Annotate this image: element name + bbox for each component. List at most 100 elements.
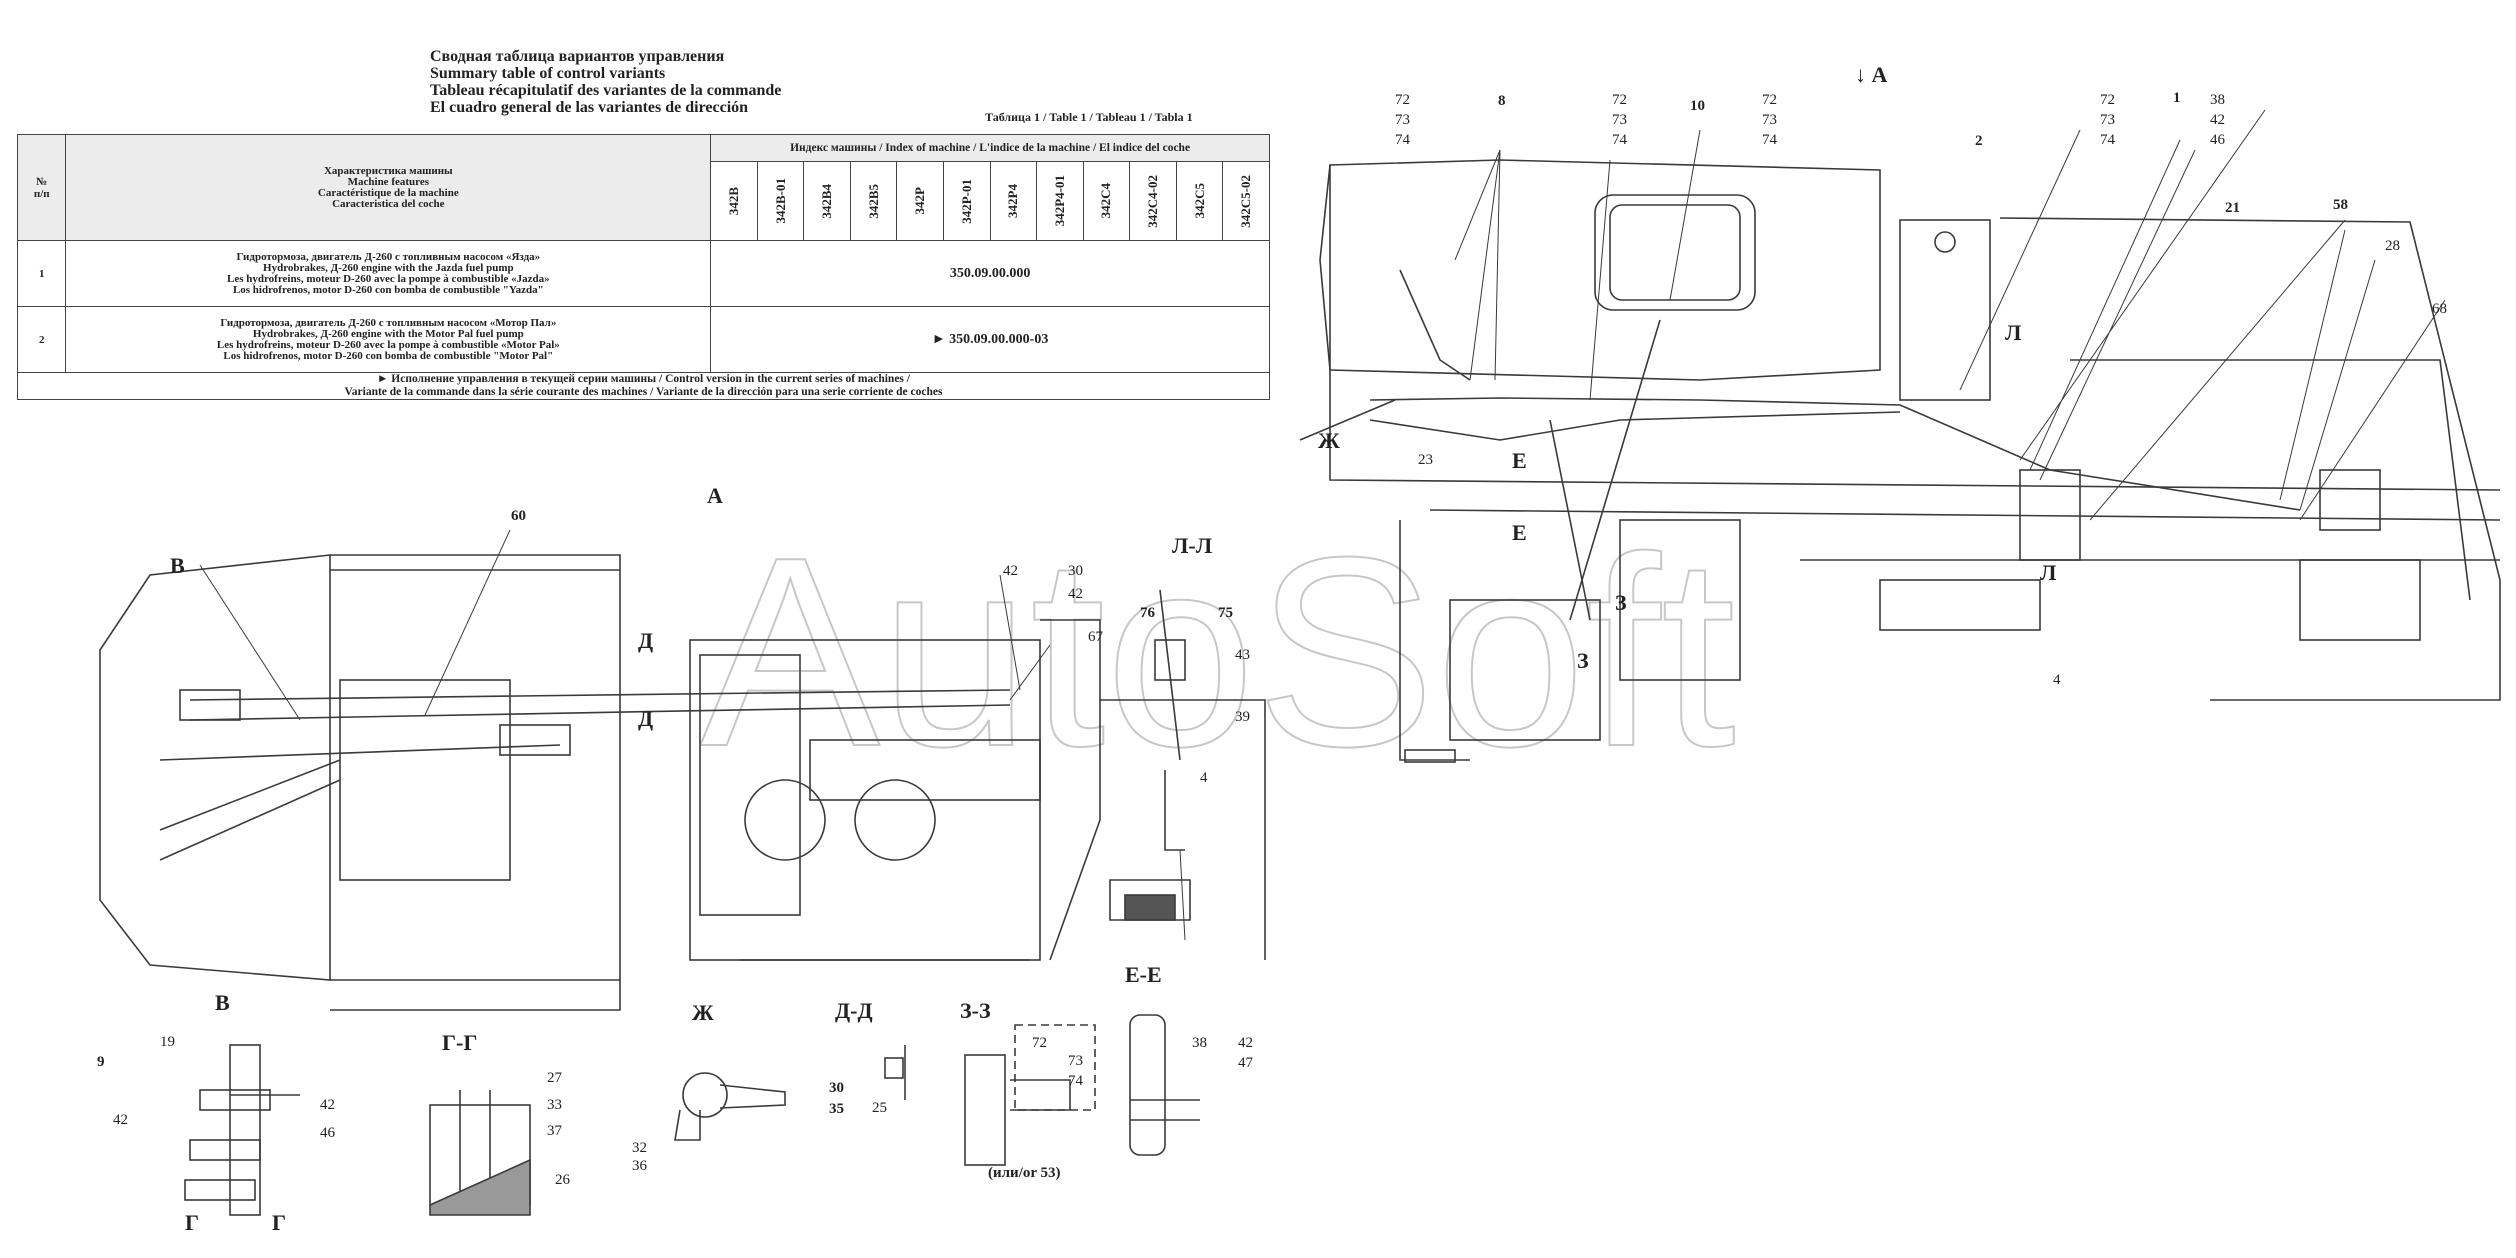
table-row: 1 Гидротормоза, двигатель Д-260 с топлив… <box>16 240 1270 307</box>
title-fr: Tableau récapitulatif des variantes de l… <box>430 82 782 99</box>
view-label-ll: Л-Л <box>1172 533 1213 558</box>
callout: 19 <box>160 1034 175 1050</box>
callout: 72 <box>1612 92 1627 108</box>
section-marker: Г <box>185 1210 199 1235</box>
index-header: Индекс машины / Index of machine / L'ind… <box>710 134 1270 162</box>
view-label-zh: Ж <box>692 1000 714 1025</box>
callout: 74 <box>1068 1073 1083 1089</box>
callout: 32 <box>632 1140 647 1156</box>
callout: 4 <box>1200 770 1208 786</box>
model-col: 342С5-02 <box>1222 161 1270 241</box>
section-marker: Г <box>272 1210 286 1235</box>
callout: 74 <box>1612 132 1627 148</box>
title-ru: Сводная таблица вариантов управления <box>430 48 725 65</box>
callout: 27 <box>547 1070 562 1086</box>
callout: 42 <box>320 1097 335 1113</box>
callout: 74 <box>1762 132 1777 148</box>
callout: 72 <box>2100 92 2115 108</box>
table-row: 2 Гидротормоза, двигатель Д-260 с топлив… <box>16 306 1270 373</box>
section-marker: Д <box>638 706 654 731</box>
callout: 73 <box>1068 1053 1083 1069</box>
section-marker: Д <box>638 628 654 653</box>
model-col: 342С4 <box>1082 161 1131 241</box>
control-variants-table: № п/п Характеристика машины Machine feat… <box>16 134 1270 400</box>
callout: 21 <box>2225 200 2240 216</box>
callout: 30 <box>1068 563 1083 579</box>
section-marker: Е <box>1512 448 1527 473</box>
view-label-ee: Е-Е <box>1125 962 1162 987</box>
callout: 42 <box>1068 586 1083 602</box>
model-col: 342В <box>710 161 758 241</box>
callout: 46 <box>320 1125 335 1141</box>
callout: 30 <box>829 1080 844 1096</box>
row-num: 2 <box>16 306 67 373</box>
callout: 73 <box>2100 112 2115 128</box>
title-block: Сводная таблица вариантов управления Sum… <box>430 48 781 116</box>
callout: 73 <box>1395 112 1410 128</box>
view-label-dd: Д-Д <box>835 998 873 1023</box>
callout: 1 <box>2173 90 2181 106</box>
callout: 68 <box>2432 301 2447 317</box>
callout: 75 <box>1218 605 1233 621</box>
model-col: 342В-01 <box>756 161 805 241</box>
callout: 38 <box>1192 1035 1207 1051</box>
callout: 42 <box>1003 563 1018 579</box>
title-es: El cuadro general de las variantes de di… <box>430 99 749 116</box>
model-col: 342Р4-01 <box>1036 161 1084 241</box>
callout: 39 <box>1235 709 1250 725</box>
view-label-gg: Г-Г <box>442 1030 478 1055</box>
view-label-b-main: В <box>170 553 185 578</box>
section-marker: Ж <box>1318 428 1340 453</box>
view-label-a-plan: А <box>707 483 723 508</box>
callout: 42 <box>113 1112 128 1128</box>
section-marker: З <box>1615 590 1627 615</box>
callout: 76 <box>1140 605 1155 621</box>
section-marker: Е <box>1512 520 1527 545</box>
leader-lines <box>199 109 2446 941</box>
detail-views-drawing <box>184 1014 1200 1216</box>
callout: 8 <box>1498 93 1506 109</box>
callout: 25 <box>872 1100 887 1116</box>
view-label-a-top: ↓ А <box>1855 62 1888 87</box>
callout: 74 <box>1395 132 1410 148</box>
num-header: № п/п <box>16 134 67 241</box>
callout: 67 <box>1088 629 1103 645</box>
model-col: 342С5 <box>1175 161 1224 241</box>
title-en: Summary table of control variants <box>430 65 666 82</box>
model-col: 342Р <box>896 161 944 241</box>
callout: 10 <box>1690 98 1705 114</box>
callout: (или/or 53) <box>988 1165 1061 1181</box>
plan-view-drawing <box>99 554 1266 1011</box>
callout: 33 <box>547 1097 562 1113</box>
callout: 46 <box>2210 132 2225 148</box>
callout: 74 <box>2100 132 2115 148</box>
watermark-text: AutoSoft <box>700 502 1737 803</box>
table-note: ► Исполнение управления в текущей серии … <box>17 372 1270 400</box>
callout: 72 <box>1762 92 1777 108</box>
section-marker: Л <box>2005 320 2022 345</box>
callout: 26 <box>555 1172 570 1188</box>
row-feature: Гидротормоза, двигатель Д-260 с топливны… <box>65 306 712 373</box>
callout: 2 <box>1975 133 1983 149</box>
callout: 72 <box>1395 92 1410 108</box>
callout: 58 <box>2333 197 2348 213</box>
callout: 9 <box>97 1054 105 1070</box>
callout: 42 <box>2210 112 2225 128</box>
callout: 60 <box>511 508 526 524</box>
section-marker: З <box>1577 648 1589 673</box>
view-label-b-detail: В <box>215 990 230 1015</box>
callout: 35 <box>829 1101 844 1117</box>
callout: 28 <box>2385 238 2400 254</box>
callout: 37 <box>547 1123 562 1139</box>
table-reference: Таблица 1 / Table 1 / Tableau 1 / Tabla … <box>985 110 1193 124</box>
view-label-zz: З-З <box>960 998 991 1023</box>
feature-header: Характеристика машины Machine features C… <box>65 134 712 241</box>
callout: 23 <box>1418 452 1433 468</box>
callout: 73 <box>1762 112 1777 128</box>
model-col: 342С4-02 <box>1129 161 1177 241</box>
callout: 36 <box>632 1158 647 1174</box>
section-marker: Л <box>2040 560 2057 585</box>
row-feature: Гидротормоза, двигатель Д-260 с топливны… <box>65 240 712 307</box>
callout: 4 <box>2053 672 2061 688</box>
